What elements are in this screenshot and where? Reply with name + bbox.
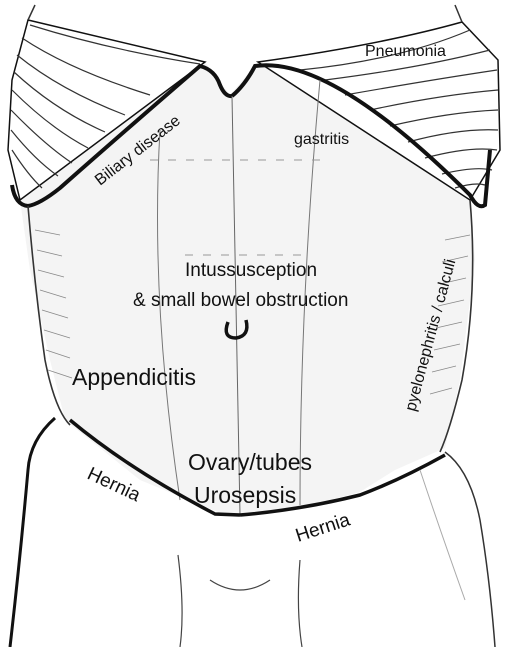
hip-left — [10, 418, 55, 647]
label-ovary-tubes: Ovary/tubes — [188, 449, 312, 475]
thigh-inner-left — [178, 555, 182, 647]
label-appendicitis: Appendicitis — [72, 364, 196, 390]
label-hernia-right: Hernia — [293, 509, 353, 546]
label-pneumonia: Pneumonia — [365, 43, 446, 60]
leg-right-shading — [420, 470, 465, 600]
top-right-edge — [455, 5, 462, 22]
thigh-inner-right — [298, 560, 302, 647]
hip-right — [445, 452, 495, 647]
label-intussusception: Intussusception — [185, 260, 317, 281]
groin-curve — [210, 580, 270, 590]
top-left-edge — [28, 5, 35, 20]
label-small-bowel-obstruction: & small bowel obstruction — [133, 290, 348, 311]
label-urosepsis: Urosepsis — [194, 482, 296, 508]
label-gastritis: gastritis — [294, 131, 349, 148]
